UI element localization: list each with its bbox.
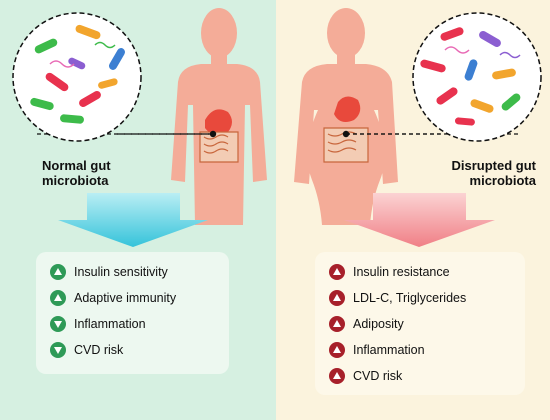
- normal-caption: Normal gut microbiota: [42, 158, 162, 188]
- up-triangle-icon: [329, 264, 345, 280]
- up-triangle-icon: [329, 368, 345, 384]
- digestive-system-icon: [323, 96, 369, 163]
- outcome-label: CVD risk: [74, 343, 124, 357]
- outcome-item: Insulin resistance: [329, 263, 450, 281]
- outcome-item: CVD risk: [50, 341, 123, 359]
- caption-line: microbiota: [469, 173, 536, 188]
- gut-marker: [209, 130, 217, 138]
- outcome-label: Adiposity: [353, 317, 404, 331]
- outcome-item: Adiposity: [329, 315, 404, 333]
- outcome-label: LDL-C, Triglycerides: [353, 291, 467, 305]
- outcome-item: LDL-C, Triglycerides: [329, 289, 466, 307]
- up-triangle-icon: [50, 264, 66, 280]
- outcome-item: Adaptive immunity: [50, 289, 176, 307]
- disrupted-outcomes-box: Insulin resistance LDL-C, Triglycerides …: [315, 252, 525, 395]
- bacteria-cluster-icon: [12, 12, 142, 142]
- up-triangle-icon: [329, 290, 345, 306]
- normal-outcomes-box: Insulin sensitivity Adaptive immunity In…: [36, 252, 229, 374]
- outcome-item: Inflammation: [329, 341, 425, 359]
- down-triangle-icon: [50, 316, 66, 332]
- down-triangle-icon: [50, 342, 66, 358]
- outcome-label: CVD risk: [353, 369, 403, 383]
- gut-marker: [342, 130, 350, 138]
- outcome-item: Insulin sensitivity: [50, 263, 168, 281]
- down-arrow-pink-icon: [344, 193, 495, 247]
- outcome-label: Adaptive immunity: [74, 291, 177, 305]
- disrupted-caption: Disrupted gut microbiota: [416, 158, 537, 188]
- outcome-label: Inflammation: [353, 343, 425, 357]
- digestive-system-icon: [199, 109, 239, 163]
- outcome-item: Inflammation: [50, 315, 146, 333]
- bacteria-cluster-icon: [412, 12, 542, 142]
- down-arrow-cyan-icon: [58, 193, 208, 247]
- up-triangle-icon: [329, 342, 345, 358]
- caption-line: microbiota: [42, 173, 109, 188]
- caption-line: Normal gut: [42, 158, 111, 173]
- outcome-item: CVD risk: [329, 367, 402, 385]
- outcome-label: Insulin resistance: [353, 265, 450, 279]
- outcome-label: Insulin sensitivity: [74, 265, 168, 279]
- outcome-label: Inflammation: [74, 317, 146, 331]
- up-triangle-icon: [50, 290, 66, 306]
- up-triangle-icon: [329, 316, 345, 332]
- caption-line: Disrupted gut: [451, 158, 537, 173]
